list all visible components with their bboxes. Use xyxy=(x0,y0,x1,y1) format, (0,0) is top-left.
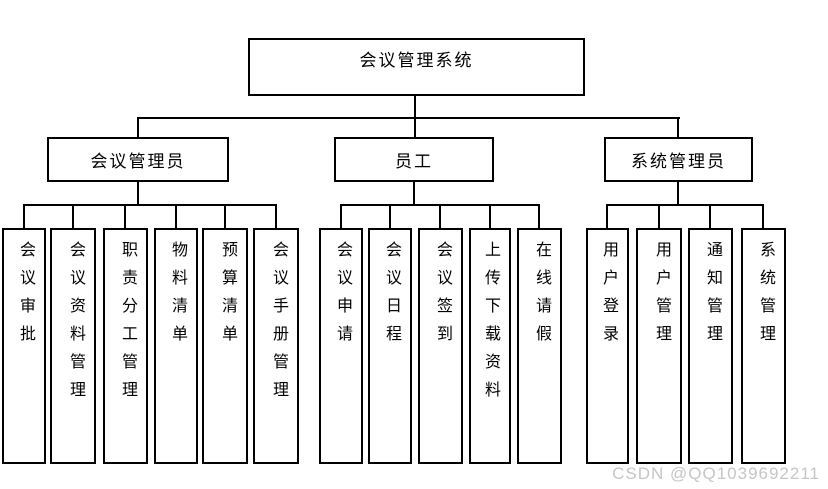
node-meeting-schedule: 会议日程 xyxy=(368,228,412,464)
node-user-management: 用户管理 xyxy=(636,228,682,464)
connector-branch3-horizontal xyxy=(606,204,764,206)
connector-branch3-stub xyxy=(677,117,679,138)
connector-leaf-stub xyxy=(389,204,391,229)
connector-leaf-stub xyxy=(439,204,441,229)
connector-leaf-stub xyxy=(489,204,491,229)
node-meeting-administrator: 会议管理员 xyxy=(47,137,229,182)
connector-leaf-stub xyxy=(224,204,226,229)
node-duty-division-management: 职责分工管理 xyxy=(103,228,148,464)
connector-leaf-stub xyxy=(538,204,540,229)
connector-level1-horizontal xyxy=(137,117,680,119)
node-meeting-management-system: 会议管理系统 xyxy=(248,38,585,96)
connector-branch2-vertical xyxy=(413,181,415,206)
node-meeting-checkin: 会议签到 xyxy=(418,228,463,464)
connector-leaf-stub xyxy=(124,204,126,229)
node-system-administrator: 系统管理员 xyxy=(604,137,753,182)
connector-leaf-stub xyxy=(23,204,25,229)
node-system-management: 系统管理 xyxy=(741,228,786,464)
node-user-login: 用户登录 xyxy=(586,228,629,464)
node-online-leave: 在线请假 xyxy=(517,228,562,464)
node-meeting-handbook-management: 会议手册管理 xyxy=(253,228,299,464)
connector-root-vertical xyxy=(414,95,416,138)
node-upload-download-materials: 上传下载资料 xyxy=(469,228,511,464)
connector-branch3-vertical xyxy=(677,181,679,206)
node-meeting-approval: 会议审批 xyxy=(2,228,46,464)
connector-branch1-horizontal xyxy=(23,204,277,206)
csdn-watermark: CSDN @QQ1039692211 xyxy=(612,464,820,483)
node-meeting-materials-management: 会议资料管理 xyxy=(50,228,96,464)
node-budget-list: 预算清单 xyxy=(202,228,248,464)
connector-leaf-stub xyxy=(762,204,764,229)
connector-leaf-stub xyxy=(340,204,342,229)
connector-leaf-stub xyxy=(606,204,608,229)
node-materials-list: 物料清单 xyxy=(154,228,198,464)
connector-leaf-stub xyxy=(275,204,277,229)
connector-leaf-stub xyxy=(175,204,177,229)
connector-branch1-vertical xyxy=(137,181,139,206)
connector-leaf-stub xyxy=(658,204,660,229)
node-employee: 员工 xyxy=(334,137,494,182)
node-notification-management: 通知管理 xyxy=(688,228,733,464)
connector-branch1-stub xyxy=(137,117,139,138)
connector-leaf-stub xyxy=(709,204,711,229)
node-meeting-application: 会议申请 xyxy=(319,228,363,464)
connector-leaf-stub xyxy=(72,204,74,229)
